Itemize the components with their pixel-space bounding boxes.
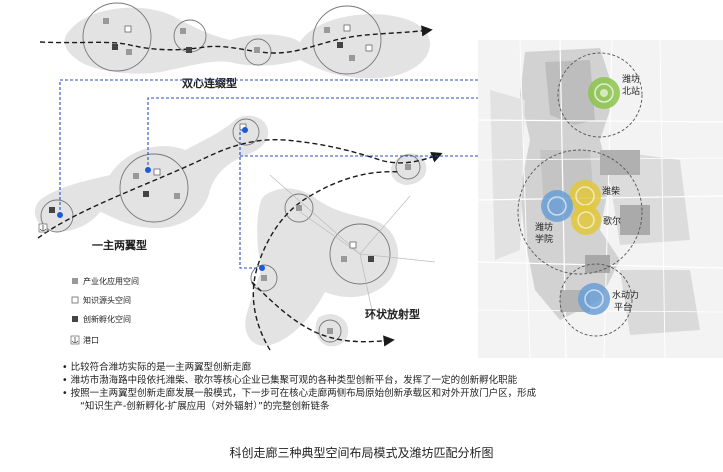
ring-radial-blob (245, 188, 399, 346)
incubation-marker (186, 47, 192, 53)
industrial-marker (327, 328, 333, 334)
connector-node (57, 212, 63, 218)
bullet-item-1: • 比较符合潍坊实际的是一主两翼型创新走廊 (62, 362, 252, 373)
legend-port-label: 港口 (83, 335, 99, 345)
one-main-circle-4 (395, 154, 421, 180)
one-main-corridor (37, 138, 443, 239)
map-label-college-1: 潍坊 (535, 221, 553, 233)
map-label-college-2: 学院 (535, 233, 553, 245)
connector-node (242, 127, 248, 133)
industrial-marker (341, 256, 347, 262)
industrial-marker (103, 18, 109, 24)
legend-knowledge-swatch (71, 296, 79, 304)
one-main-label: 一主两翼型 (92, 238, 147, 252)
connector-node (259, 265, 265, 271)
industrial-marker (254, 47, 260, 53)
one-main-blob (34, 115, 269, 232)
figure-caption: 科创走廊三种典型空间布局模式及潍坊匹配分析图 (229, 446, 494, 460)
knowledge-marker (153, 168, 161, 176)
incubation-marker (49, 207, 55, 213)
knowledge-marker (349, 241, 357, 249)
core-corridor-coverage (517, 149, 643, 275)
ring-radial-circle-bottom (318, 319, 342, 343)
legend-incubation-label: 创新孵化空间 (83, 314, 131, 324)
knowledge-marker (343, 24, 351, 32)
one-main-two-wings-pattern: 一主两翼型 (34, 115, 443, 252)
map-label-hydro-2: 平台 (614, 301, 632, 313)
ring-radial-circle-center (329, 223, 391, 285)
one-main-circle-1 (40, 199, 74, 233)
dual-core-circle-1 (82, 2, 152, 72)
weifang-map: 潍坊 北站 潍柴 歌尔 潍坊 学院 水动力 平台 (477, 39, 723, 359)
hydro-coverage (559, 263, 633, 337)
map-label-goertek: 歌尔 (603, 215, 621, 227)
dual-core-circle-3 (244, 38, 272, 66)
ring-radial-circle-top (284, 193, 314, 223)
knowledge-marker (365, 44, 373, 52)
industrial-marker (126, 49, 132, 55)
industrial-marker (133, 173, 139, 179)
goertek-zone (571, 205, 601, 235)
college-zone (541, 190, 573, 222)
legend-industrial-label: 产业化应用空间 (83, 276, 139, 286)
radial-spoke (269, 174, 361, 255)
map-label-north-station-1: 潍坊 (622, 73, 640, 85)
bullet-item-3: • 按照一主两翼型创新走廊发展一般模式，下一步可在核心走廊两侧布局原始创新承载区… (62, 388, 537, 399)
incubation-marker (368, 256, 374, 262)
industrial-marker (349, 55, 355, 61)
radial-spoke (359, 253, 375, 321)
radial-spoke (359, 195, 411, 255)
incubation-marker (112, 44, 118, 50)
map-label-weichai: 潍柴 (602, 185, 620, 197)
industrial-marker (405, 164, 411, 170)
weichai-zone (569, 180, 601, 212)
urban-fabric (477, 39, 723, 359)
north-station-coverage (557, 52, 643, 138)
legend-port-icon (70, 335, 80, 345)
knowledge-marker (124, 25, 132, 33)
one-main-circle-2 (119, 153, 189, 223)
industrial-marker (296, 205, 302, 211)
radial-spoke (359, 253, 436, 263)
incubation-marker (337, 42, 343, 48)
ring-radial-corridor (251, 281, 395, 347)
dual-core-label: 双心连缀型 (182, 76, 237, 90)
one-main-circle-3 (232, 118, 260, 146)
legend: 产业化应用空间 知识源头空间 创新孵化空间 港口 (70, 276, 139, 345)
bullet-item-3-continued: “知识生产-创新孵化-扩展应用（对外辐射）”的完整创新链条 (80, 401, 330, 412)
dual-core-pattern: 双心连缀型 (39, 2, 433, 90)
dual-core-blob (64, 7, 430, 79)
ring-radial-circle-left (250, 264, 278, 292)
legend-incubation-swatch (72, 316, 78, 322)
bullet-item-2: • 潍坊市渤海路中段依托潍柴、歌尔等核心企业已集聚可观的各种类型创新平台，发挥了… (62, 375, 518, 386)
port-icon (38, 223, 48, 233)
legend-knowledge-label: 知识源头空间 (83, 295, 131, 305)
incubation-marker (143, 191, 149, 197)
dual-core-circle-4 (312, 5, 382, 75)
map-label-north-station-2: 北站 (622, 85, 640, 97)
dual-core-corridor (39, 25, 433, 54)
ring-radial-arc (252, 171, 401, 351)
ring-radial-label: 环状放射型 (365, 307, 420, 321)
industrial-marker (174, 193, 180, 199)
bullet-list: • 比较符合潍坊实际的是一主两翼型创新走廊 • 潍坊市渤海路中段依托潍柴、歌尔等… (62, 361, 702, 413)
hydro-zone (578, 283, 610, 315)
industrial-marker (180, 28, 186, 34)
industrial-marker (324, 27, 330, 33)
legend-industrial-swatch (72, 278, 78, 284)
map-label-hydro-1: 水动力 (612, 289, 639, 301)
ring-radial-pattern: 环状放射型 (245, 171, 436, 351)
connector-node (145, 167, 151, 173)
industrial-marker (261, 275, 267, 281)
